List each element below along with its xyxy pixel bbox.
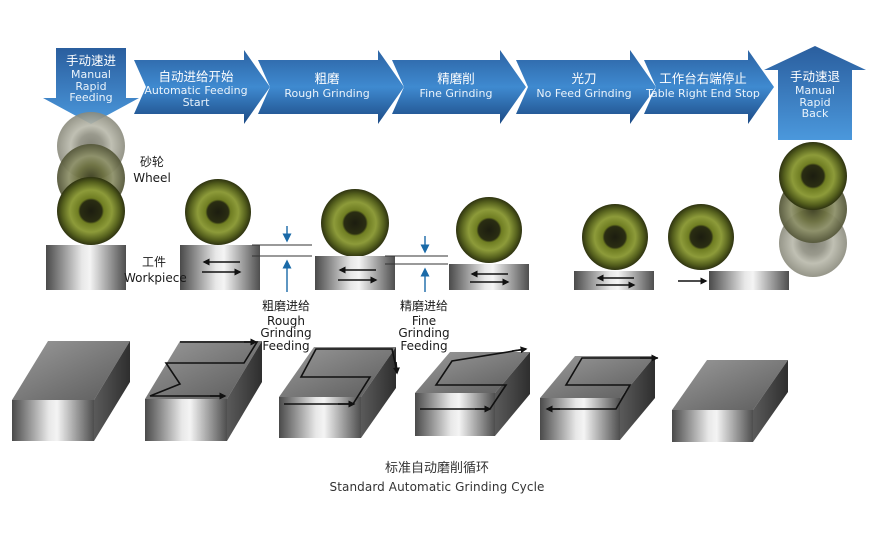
step-label-fine-grinding: 精磨削 Fine Grinding (419, 71, 493, 101)
step-arrow-fine-grinding (392, 50, 526, 124)
step-label-table-right-end-stop: 工作台右端停止 Table Right End Stop (646, 71, 760, 101)
block-3d (145, 338, 262, 441)
block-3d (415, 346, 530, 436)
rough-feed-indicator (252, 226, 312, 292)
wheel (185, 179, 251, 245)
wheel-label: 砂轮 Wheel (133, 155, 171, 185)
blocks-3d (12, 338, 788, 442)
wheels (57, 112, 847, 277)
workpiece (449, 264, 529, 290)
step-label-no-feed-grinding: 光刀 No Feed Grinding (536, 71, 632, 101)
block-3d (279, 347, 400, 438)
wheel (582, 204, 648, 270)
step-label-manual-rapid-back: 手动速退 Manual Rapid Back (789, 69, 840, 121)
step-label-rough-grinding: 粗磨 Rough Grinding (284, 71, 370, 101)
step-label-manual-rapid-feeding: 手动速进 Manual Rapid Feeding (65, 53, 116, 105)
step-arrow-rough-grinding (258, 50, 404, 124)
workpiece (574, 271, 654, 290)
step-arrow-no-feed-grinding (516, 50, 656, 124)
caption-en: Standard Automatic Grinding Cycle (329, 480, 545, 494)
workpiece (315, 256, 395, 290)
wheel (57, 177, 125, 245)
wheel (456, 197, 522, 263)
caption-zh: 标准自动磨削循环 (384, 461, 489, 476)
block-3d (12, 341, 130, 441)
step-label-auto-feed-start: 自动进给开始 Automatic Feeding Start (144, 69, 248, 109)
fine-feed-indicator (385, 236, 448, 292)
wheel (779, 142, 847, 210)
workpiece (180, 245, 260, 290)
step-arrow-auto-feed-start (134, 50, 270, 124)
fine-feed-label: 精磨进给 Fine Grinding Feeding (398, 299, 450, 353)
workpieces-side (46, 245, 789, 290)
wheel (321, 189, 389, 257)
step-arrow-manual-rapid-back (764, 46, 866, 140)
workpiece-label: 工件 Workpiece (124, 255, 187, 285)
block-3d (540, 354, 659, 440)
rough-feed-label: 粗磨进给 Rough Grinding Feeding (260, 299, 312, 353)
process-flow (43, 46, 866, 140)
workpiece (46, 245, 126, 290)
step-arrow-manual-rapid-feeding (43, 48, 139, 124)
workpiece (709, 271, 789, 290)
block-3d (672, 360, 788, 442)
step-arrow-table-right-end-stop (644, 50, 774, 124)
wheel (668, 204, 734, 270)
